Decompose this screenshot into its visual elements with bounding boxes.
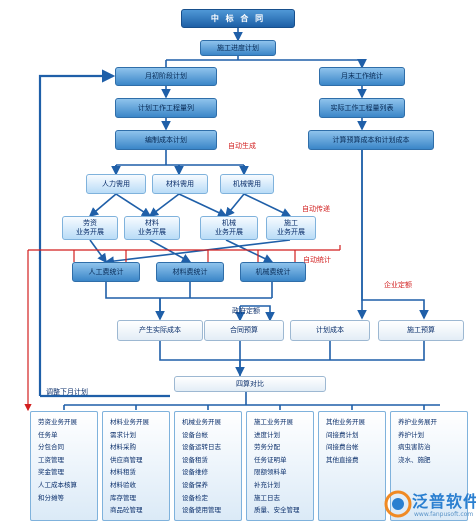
logo-name: 泛普软件: [412, 492, 476, 511]
panel-item: 人工成本核算: [38, 480, 77, 489]
actual-quantity-node: 实际工作工程量列表: [319, 98, 405, 118]
panel-item: 任务单: [38, 430, 58, 439]
four-compare-node: 四算对比: [174, 376, 326, 392]
plan-quantity-node: 计划工作工程量列: [115, 98, 217, 118]
arrow-adjust-loop: [38, 69, 116, 396]
panel-item: 施工业务开展: [254, 418, 293, 426]
machine-business-node: 机械 业务开展: [200, 216, 258, 240]
arrow-gov-quota: [240, 305, 275, 322]
labor-business-node: 劳资 业务开展: [62, 216, 118, 240]
panel-item: 工资管理: [38, 455, 64, 464]
contract-node: 中 标 合 同: [181, 9, 295, 28]
red-line-auto-stats: [28, 249, 340, 262]
panel-item: 进度计划: [254, 430, 280, 439]
panel-construction: 施工业务开展 进度计划 劳务分配 任务证明单 限额领料单 补充计划 施工日志 质…: [246, 411, 314, 521]
panel-item: 材料验收: [110, 480, 136, 489]
panel-item: 养护业务展开: [398, 418, 437, 426]
labor-cost-stats-node: 人工费统计: [72, 262, 140, 282]
fanpu-logo-icon: [384, 490, 412, 518]
actual-cost-node: 产生实际成本: [117, 320, 203, 341]
adjust-next-month-label: 调整下月计划: [46, 388, 88, 396]
panel-item: 养护计划: [398, 430, 424, 439]
panel-item: 间接费台帐: [326, 443, 359, 452]
auto-transfer-note: 自动传递: [302, 205, 330, 213]
panel-item: 病虫害防治: [398, 443, 431, 452]
panel-item: 奖金管理: [38, 468, 64, 477]
logo-url: www.fanpusoft.com: [414, 511, 474, 518]
panel-item: 商品砼管理: [110, 506, 143, 515]
contract-cost-node: 合同预算: [204, 320, 284, 341]
month-end-stats-node: 月末工作统计: [319, 67, 405, 86]
panel-item: 其他直接费: [326, 455, 359, 464]
labor-demand-node: 人力需用: [86, 174, 146, 194]
panel-item: 劳务分配: [254, 443, 280, 452]
progress-plan-node: 施工进度计划: [200, 40, 276, 56]
machine-cost-stats-node: 机械费统计: [240, 262, 306, 282]
panel-item: 设备运转日志: [182, 443, 221, 452]
panel-item: 分包合同: [38, 443, 64, 452]
panel-item: 材料业务开展: [110, 418, 149, 426]
panel-item: 设备使用管理: [182, 506, 221, 515]
panel-item: 间接费计划: [326, 430, 359, 439]
panel-item: 浇水、施肥: [398, 455, 431, 464]
panel-item: 补充计划: [254, 480, 280, 489]
panel-item: 任务证明单: [254, 455, 287, 464]
panel-item: 需求计划: [110, 430, 136, 439]
arrow-right-down: [361, 150, 429, 320]
panel-item: 其他业务开展: [326, 418, 365, 426]
panel-item: 设备保养: [182, 480, 208, 489]
panel-item: 供应商管理: [110, 455, 143, 464]
material-business-node: 材料 业务开展: [124, 216, 180, 240]
budget-cost-node: 计算预算成本和计划成本: [308, 130, 434, 150]
panel-item: 质量、安全管理: [254, 506, 300, 515]
auto-stats-note: 自动统计: [303, 256, 331, 264]
panel-item: 机械业务开展: [182, 418, 221, 426]
panel-other: 其他业务开展 间接费计划 间接费台帐 其他直接费: [318, 411, 386, 521]
arrow-compare-panels: [63, 392, 440, 410]
panel-item: 设备租赁: [182, 455, 208, 464]
month-start-plan-node: 月初阶段计划: [115, 67, 217, 86]
panel-item: 和分摊等: [38, 493, 64, 502]
construction-business-node: 施工 业务开展: [266, 216, 316, 240]
arrow-demand-business: [88, 193, 117, 218]
arrow-stats-actual: [105, 282, 273, 318]
panel-item: 设备检定: [182, 493, 208, 502]
cost-plan-node: 编制成本计划: [115, 130, 217, 150]
panel-machine: 机械业务开展 设备台帐 设备运转日志 设备租赁 设备维修 设备保养 设备检定 设…: [174, 411, 242, 521]
arrow-to-compare: [159, 341, 425, 376]
panel-material: 材料业务开展 需求计划 材料采购 供应商管理 材料租赁 材料验收 库存管理 商品…: [102, 411, 170, 521]
material-demand-node: 材料需用: [152, 174, 208, 194]
plan-cost-node: 计划成本: [290, 320, 370, 341]
auto-generate-note: 自动生成: [228, 142, 256, 150]
panel-item: 限额领料单: [254, 468, 287, 477]
arrow-cost-split: [115, 150, 245, 173]
panel-labor: 劳资业务开展 任务单 分包合同 工资管理 奖金管理 人工成本核算 和分摊等: [30, 411, 98, 521]
material-cost-stats-node: 材料费统计: [156, 262, 224, 282]
panel-item: 劳资业务开展: [38, 418, 77, 426]
panel-item: 施工日志: [254, 493, 280, 502]
panel-item: 设备台帐: [182, 430, 208, 439]
panel-item: 设备维修: [182, 468, 208, 477]
panel-item: 库存管理: [110, 493, 136, 502]
enterprise-quota-note: 企业定额: [384, 281, 412, 289]
arrow-progress-split: [165, 60, 362, 67]
panel-item: 材料采购: [110, 443, 136, 452]
panel-item: 材料租赁: [110, 468, 136, 477]
construction-budget-node: 施工预算: [378, 320, 464, 341]
machine-demand-node: 机械需用: [220, 174, 274, 194]
government-quota-label: 政府定额: [232, 307, 260, 315]
arrow-business-stats: [89, 239, 107, 264]
